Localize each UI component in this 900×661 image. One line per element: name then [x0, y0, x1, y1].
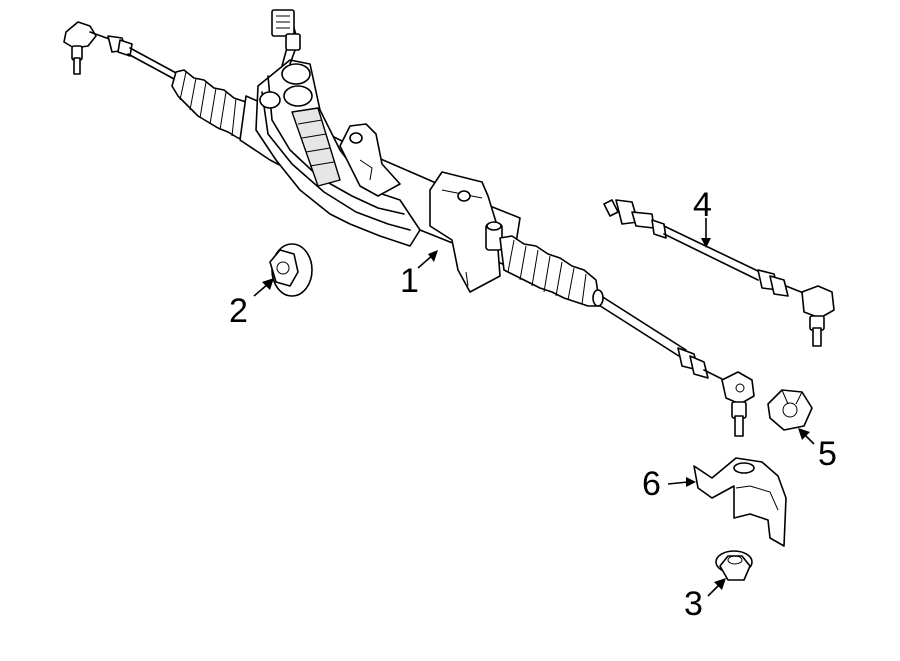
callout-4: 4	[693, 186, 712, 224]
part-4-tie-rod[interactable]	[603, 199, 835, 347]
callout-6: 6	[642, 465, 661, 503]
rack-housing	[239, 9, 521, 293]
callout-leaders	[253, 218, 815, 597]
part-6-bracket[interactable]	[693, 457, 787, 547]
left-boot	[171, 69, 255, 141]
callout-1: 1	[400, 262, 419, 300]
callout-5: 5	[818, 435, 837, 473]
part-3-flange-nut[interactable]	[715, 550, 753, 581]
part-5-hex-nut[interactable]	[767, 389, 813, 431]
right-tie-rod-end	[677, 347, 755, 437]
callout-3: 3	[684, 585, 703, 623]
right-boot	[499, 235, 601, 307]
steering-gear-assembly[interactable]	[63, 9, 755, 437]
callout-2: 2	[229, 292, 248, 330]
left-tie-rod-end	[63, 21, 133, 75]
part-2-flange-nut[interactable]	[269, 243, 313, 297]
callout-labels: 1 2 3 4 5 6	[229, 186, 837, 623]
